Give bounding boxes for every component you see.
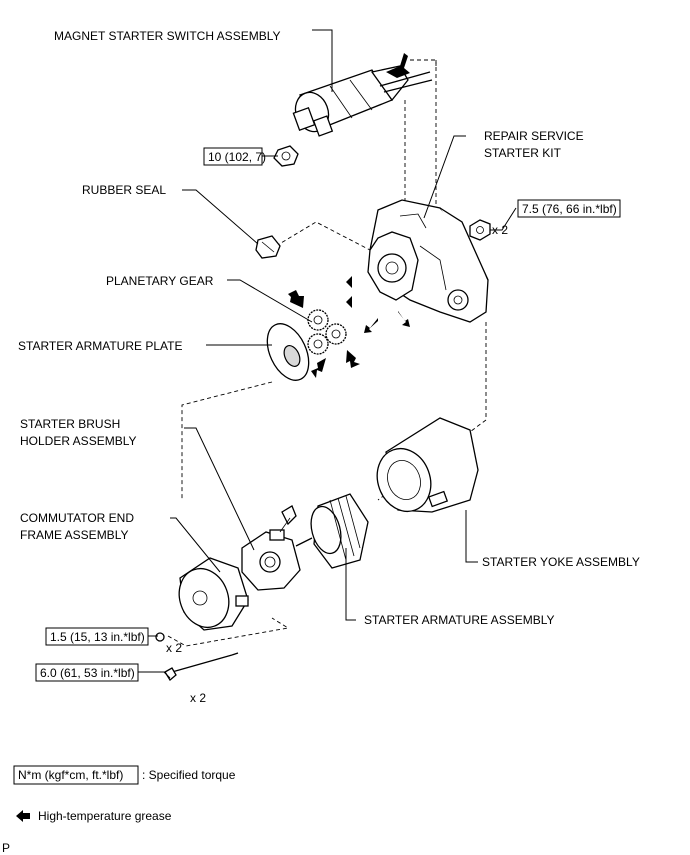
planetary-gear-part — [307, 309, 347, 355]
label-brush-holder-2: HOLDER ASSEMBLY — [20, 434, 136, 448]
rubber-seal-part — [255, 235, 281, 259]
magnet-starter-switch-part — [292, 65, 433, 137]
grease-arrow — [386, 53, 410, 78]
torque-end-frame-screw: 1.5 (15, 13 in.*lbf) — [50, 630, 145, 644]
torque-box-through-bolt — [35, 663, 139, 682]
commutator-end-frame-part — [178, 557, 249, 631]
qty-end-frame-screw: x 2 — [166, 641, 182, 655]
legend-torque-box — [13, 765, 139, 785]
grease-arrow — [311, 358, 326, 378]
label-rubber-seal: RUBBER SEAL — [82, 183, 166, 197]
label-brush-holder-1: STARTER BRUSH — [20, 417, 120, 431]
label-starter-armature-plate: STARTER ARMATURE PLATE — [18, 339, 182, 353]
starter-yoke-part — [376, 417, 479, 513]
grease-arrow — [346, 276, 366, 288]
grease-arrow — [346, 296, 366, 308]
torque-through-bolt: 6.0 (61, 53 in.*lbf) — [40, 666, 135, 680]
torque-kit-nut: 7.5 (76, 66 in.*lbf) — [522, 202, 617, 216]
end-frame-screw-part — [155, 632, 165, 642]
torque-box-end-frame-screw — [45, 627, 149, 646]
torque-box-kit-nut — [517, 199, 621, 218]
label-commutator-2: FRAME ASSEMBLY — [20, 528, 128, 542]
switch-nut-part — [273, 145, 299, 167]
legend-torque-desc: : Specified torque — [142, 768, 236, 782]
footer-mark: P — [2, 841, 10, 855]
grease-arrow — [398, 311, 410, 327]
grease-arrow — [346, 350, 360, 368]
label-starter-armature: STARTER ARMATURE ASSEMBLY — [364, 613, 555, 627]
repair-service-kit-part — [367, 199, 489, 323]
through-bolt-part — [164, 652, 239, 681]
label-starter-yoke: STARTER YOKE ASSEMBLY — [482, 555, 640, 569]
label-repair-service-kit-2: STARTER KIT — [484, 146, 562, 160]
qty-kit-nut: x 2 — [492, 223, 508, 237]
torque-switch-nut: 10 (102, 7) — [208, 150, 266, 164]
kit-nut-part — [469, 219, 491, 241]
legend-grease-arrow-icon — [16, 810, 30, 822]
qty-through-bolt: x 2 — [190, 691, 206, 705]
grease-arrow — [288, 290, 304, 308]
label-planetary-gear: PLANETARY GEAR — [106, 274, 214, 288]
torque-box-switch-nut — [203, 147, 263, 166]
grease-arrow — [364, 318, 378, 333]
starter-armature-plate-part — [266, 323, 310, 381]
label-repair-service-kit-1: REPAIR SERVICE — [484, 129, 584, 143]
label-magnet-starter-switch: MAGNET STARTER SWITCH ASSEMBLY — [54, 29, 280, 43]
brush-holder-part — [241, 505, 301, 591]
label-commutator-1: COMMUTATOR END — [20, 511, 134, 525]
legend-grease: High-temperature grease — [38, 809, 172, 823]
legend-torque-unit: N*m (kgf*cm, ft.*lbf) — [18, 768, 123, 782]
starter-armature-part — [295, 493, 369, 569]
